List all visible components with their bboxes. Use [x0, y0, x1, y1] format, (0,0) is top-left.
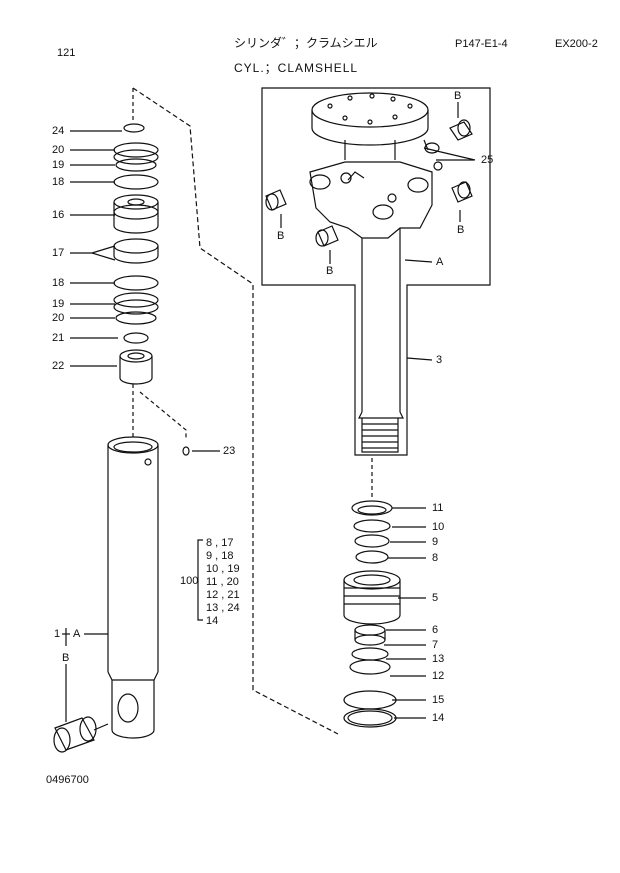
callout-11: 11	[432, 502, 444, 514]
title-japanese: シリンダ゛；クラムシエル	[234, 36, 378, 50]
callout-5: 5	[432, 592, 439, 604]
callout-19: 19	[52, 159, 65, 171]
callout-21: 21	[52, 332, 65, 344]
callout-9: 9	[432, 536, 439, 548]
kit-item: 11 , 20	[206, 576, 239, 588]
kit-item: 13 , 24	[206, 602, 240, 614]
kit-item: 10 , 19	[206, 563, 240, 575]
callout-22: 22	[52, 360, 65, 372]
callout-25: 25	[481, 154, 494, 166]
callout-14: 14	[432, 712, 445, 724]
kit-item: 12 , 21	[206, 589, 240, 601]
callout-17: 17	[52, 247, 65, 259]
callout-b-top: B	[454, 90, 462, 102]
callout-8: 8	[432, 552, 439, 564]
callout-a: A	[436, 256, 444, 268]
callout-15: 15	[432, 694, 445, 706]
callout-b-bottom: B	[326, 265, 334, 277]
callout-b-left: B	[277, 230, 285, 242]
callout-7: 7	[432, 639, 439, 651]
page-reference: P147-E1-4	[455, 38, 508, 50]
callout-13: 13	[432, 653, 445, 665]
title-english: CYL.；CLAMSHELL	[234, 61, 359, 75]
kit-quantity: 100	[180, 575, 199, 587]
kit-item: 8 , 17	[206, 537, 234, 549]
callout-16: 16	[52, 209, 65, 221]
drawing-number: 0496700	[46, 774, 89, 786]
callout-3: 3	[436, 354, 443, 366]
assembly-ref-b: B	[62, 652, 70, 664]
model-code: EX200-2	[555, 38, 598, 50]
callout-20-lower: 20	[52, 312, 65, 324]
assembly-item-1: 1	[54, 628, 61, 640]
kit-item: 9 , 18	[206, 550, 234, 562]
callout-18-lower: 18	[52, 277, 65, 289]
kit-item: 14	[206, 615, 219, 627]
callout-b-right: B	[457, 224, 465, 236]
callout-24: 24	[52, 125, 65, 137]
callout-6: 6	[432, 624, 439, 636]
callout-23: 23	[223, 445, 236, 457]
callout-18: 18	[52, 176, 65, 188]
page-number: 121	[57, 47, 76, 59]
callout-20: 20	[52, 144, 65, 156]
assembly-ref-a: A	[73, 628, 81, 640]
callout-19-lower: 19	[52, 298, 65, 310]
callout-10: 10	[432, 521, 445, 533]
callout-12: 12	[432, 670, 445, 682]
